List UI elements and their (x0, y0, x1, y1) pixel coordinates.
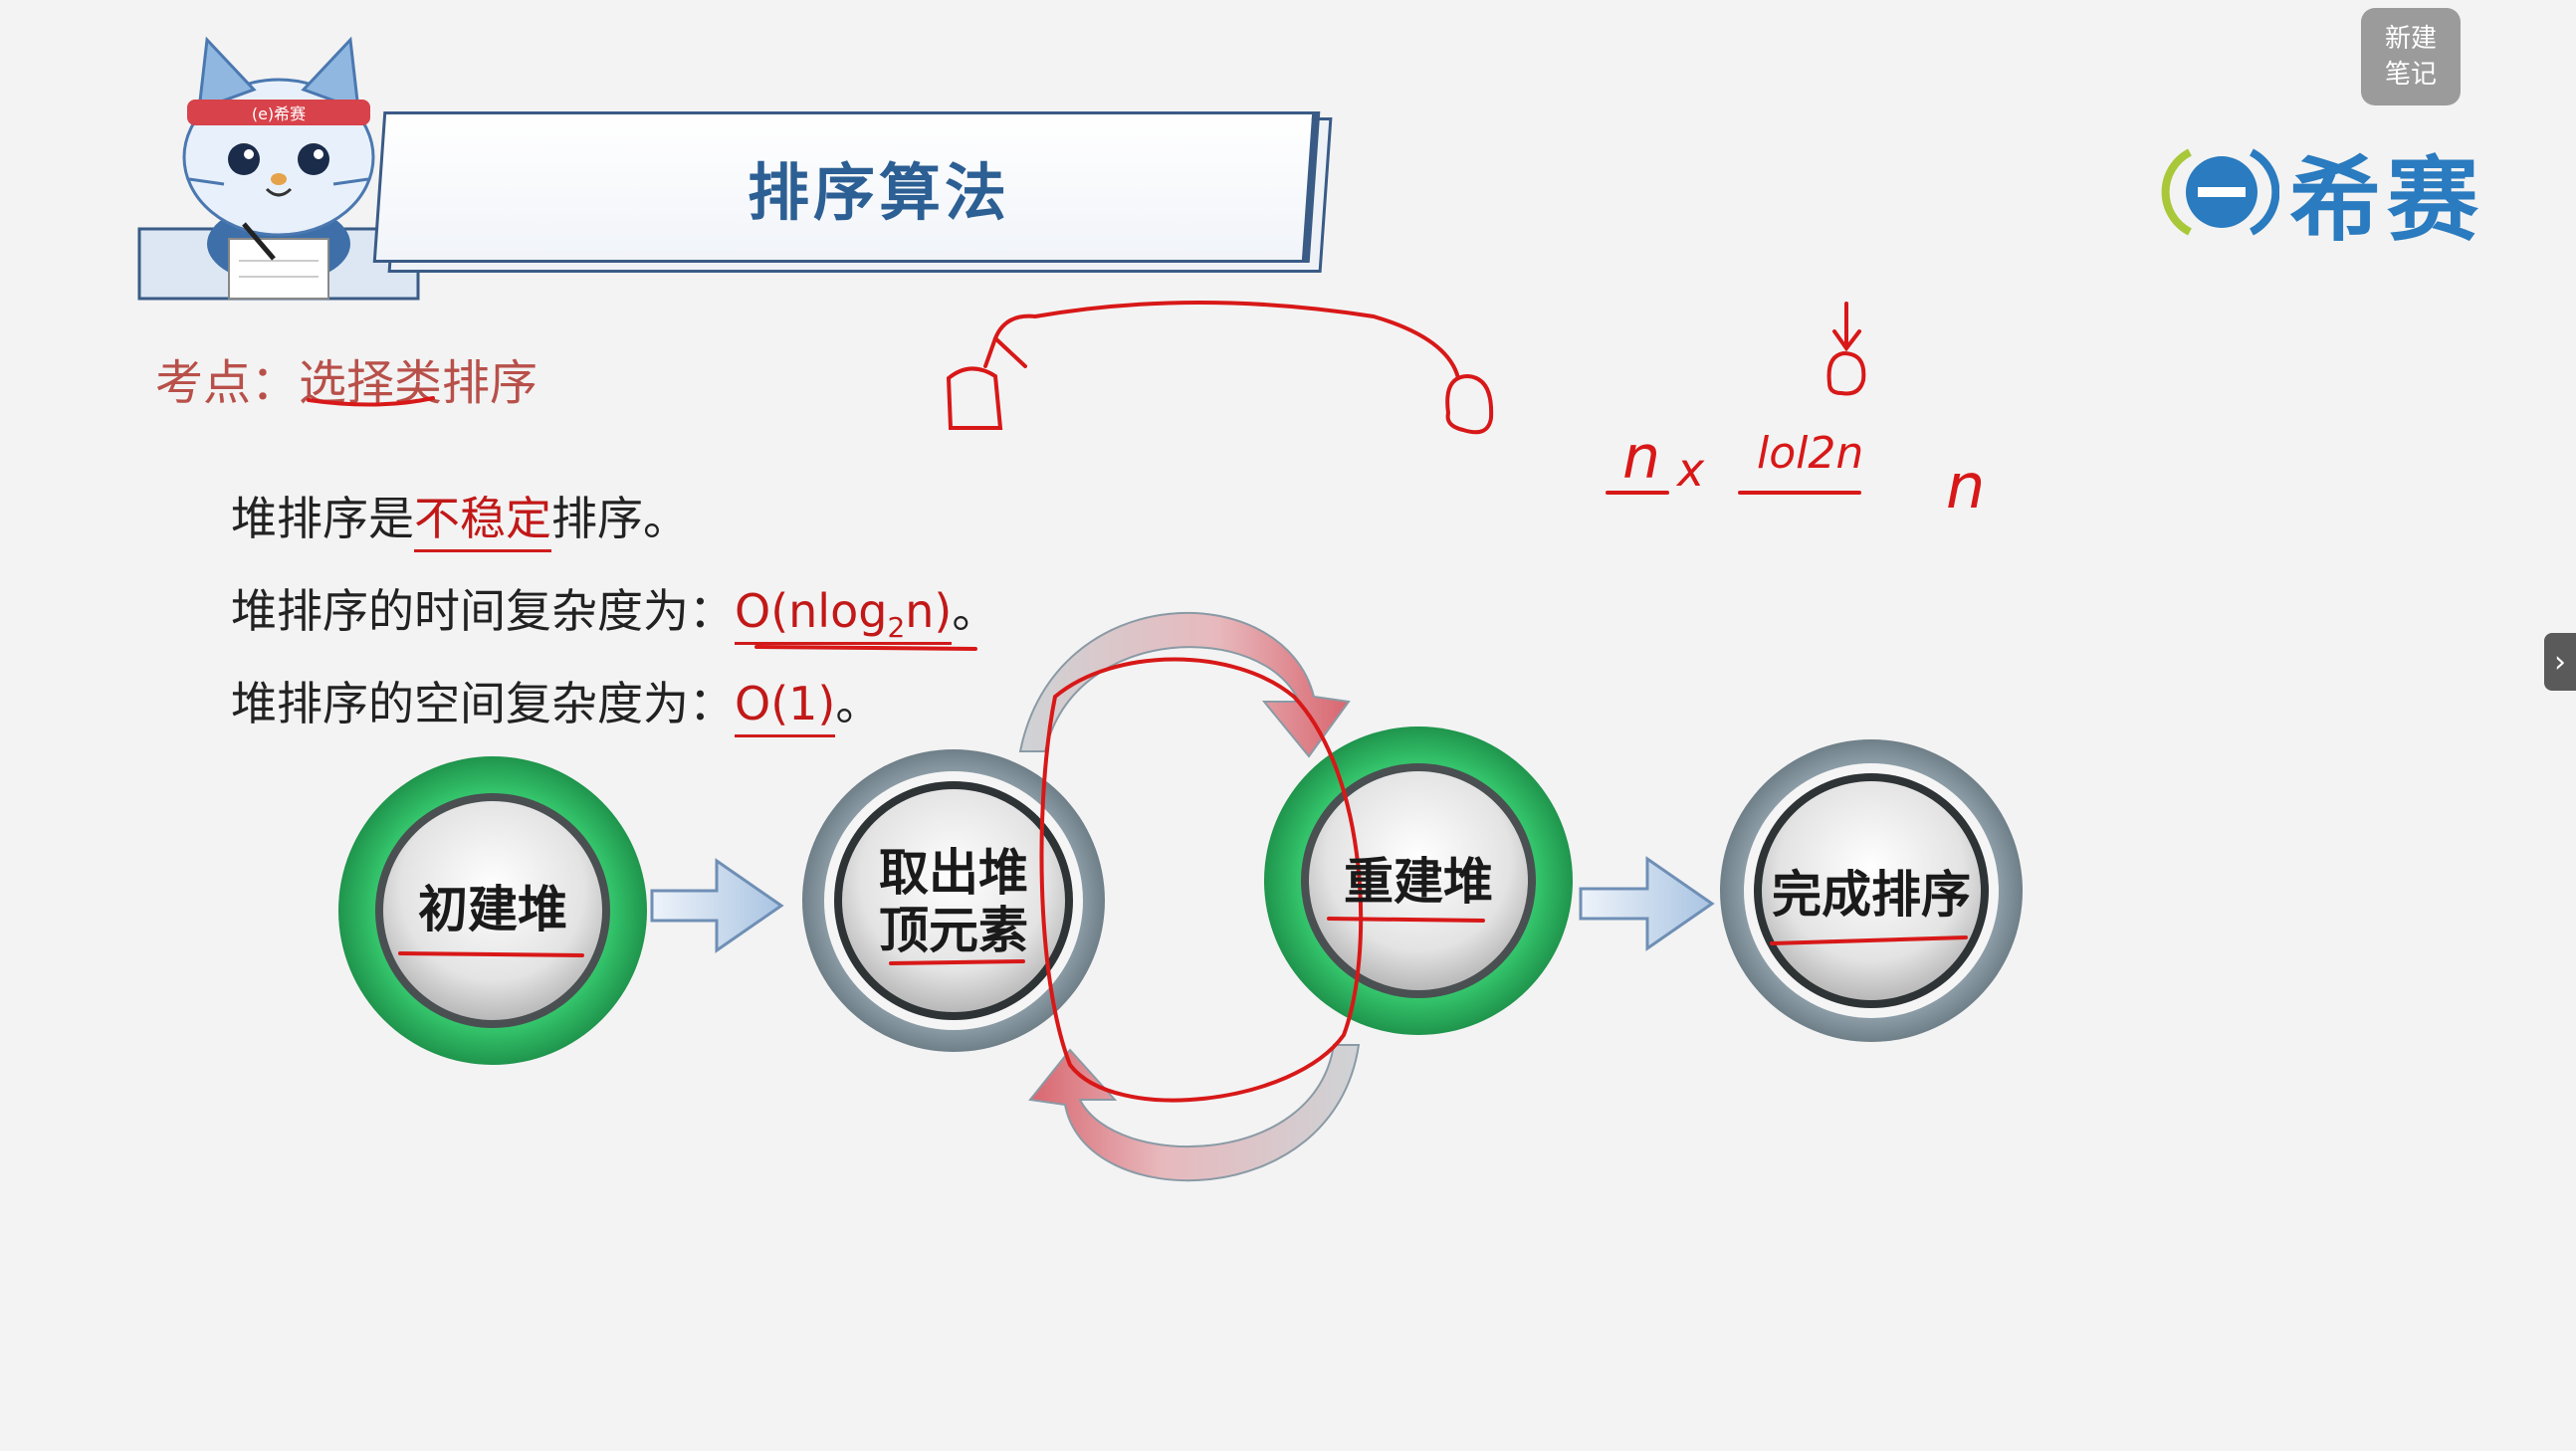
node-extract-top-line2: 顶元素 (879, 902, 1028, 959)
flow-arrow-2 (1579, 856, 1715, 951)
node-extract-top-line1: 取出堆 (879, 844, 1028, 902)
statement-stability-suffix: 排序。 (551, 492, 689, 545)
node-initial-heap-label: 初建堆 (418, 881, 567, 938)
node-rebuild-heap-label: 重建堆 (1344, 853, 1493, 911)
chevron-right-icon: › (2554, 644, 2566, 680)
statement-stability: 堆排序是不稳定排序。 (231, 483, 689, 552)
node-finish-sort (1720, 739, 2023, 1042)
handwritten-formula: n x lol2n n (1622, 423, 1985, 522)
formula-n: n (1622, 423, 1660, 493)
statement-stability-prefix: 堆排序是 (231, 492, 414, 545)
node-extract-top (802, 749, 1105, 1052)
svg-text:(e)希赛: (e)希赛 (252, 104, 306, 123)
formula-n2: n (1946, 450, 1985, 522)
node-extract-top-label: 取出堆 顶元素 (854, 844, 1053, 959)
flow-arrow-1 (650, 858, 784, 953)
statement-time-complexity: 堆排序的时间复杂度为：O(nlog2n)。 (231, 575, 998, 645)
key-point-label: 考点： (155, 355, 300, 411)
node-rebuild-heap (1264, 726, 1573, 1035)
logo-text: 希赛 (2289, 146, 2485, 254)
time-complexity-end: n) (905, 584, 953, 638)
mascot-cat-illustration: (e)希赛 (137, 36, 420, 301)
statement-space-prefix: 堆排序的空间复杂度为： (231, 677, 735, 730)
formula-log: lol2n (1757, 428, 1863, 479)
formula-times: x (1675, 443, 1705, 497)
statement-time-prefix: 堆排序的时间复杂度为： (231, 584, 735, 638)
logo-e-icon (2161, 148, 2279, 236)
handwritten-annotations (307, 301, 1968, 1103)
node-finish-sort-label: 完成排序 (1772, 866, 1971, 924)
time-complexity-main: O(nlog (735, 584, 888, 638)
time-complexity-subscript: 2 (887, 611, 906, 645)
statement-time-highlight: O(nlog2n) (735, 584, 953, 645)
statement-time-suffix: 。 (952, 584, 998, 638)
statement-space-suffix: 。 (835, 677, 882, 730)
statement-space-highlight: O(1) (735, 677, 836, 737)
curved-arrow-top (1018, 611, 1351, 758)
new-note-label-line1: 新建 (2384, 24, 2437, 54)
statement-space-complexity: 堆排序的空间复杂度为：O(1)。 (231, 668, 882, 737)
statement-stability-highlight: 不稳定 (414, 492, 551, 552)
brand-logo: 希赛 (2160, 137, 2498, 254)
new-note-button[interactable]: 新建 笔记 (2361, 8, 2461, 105)
curved-arrow-bottom (1028, 1044, 1361, 1182)
side-panel-toggle[interactable]: › (2544, 633, 2576, 691)
node-initial-heap (338, 756, 647, 1065)
new-note-label-line2: 笔记 (2384, 60, 2437, 90)
